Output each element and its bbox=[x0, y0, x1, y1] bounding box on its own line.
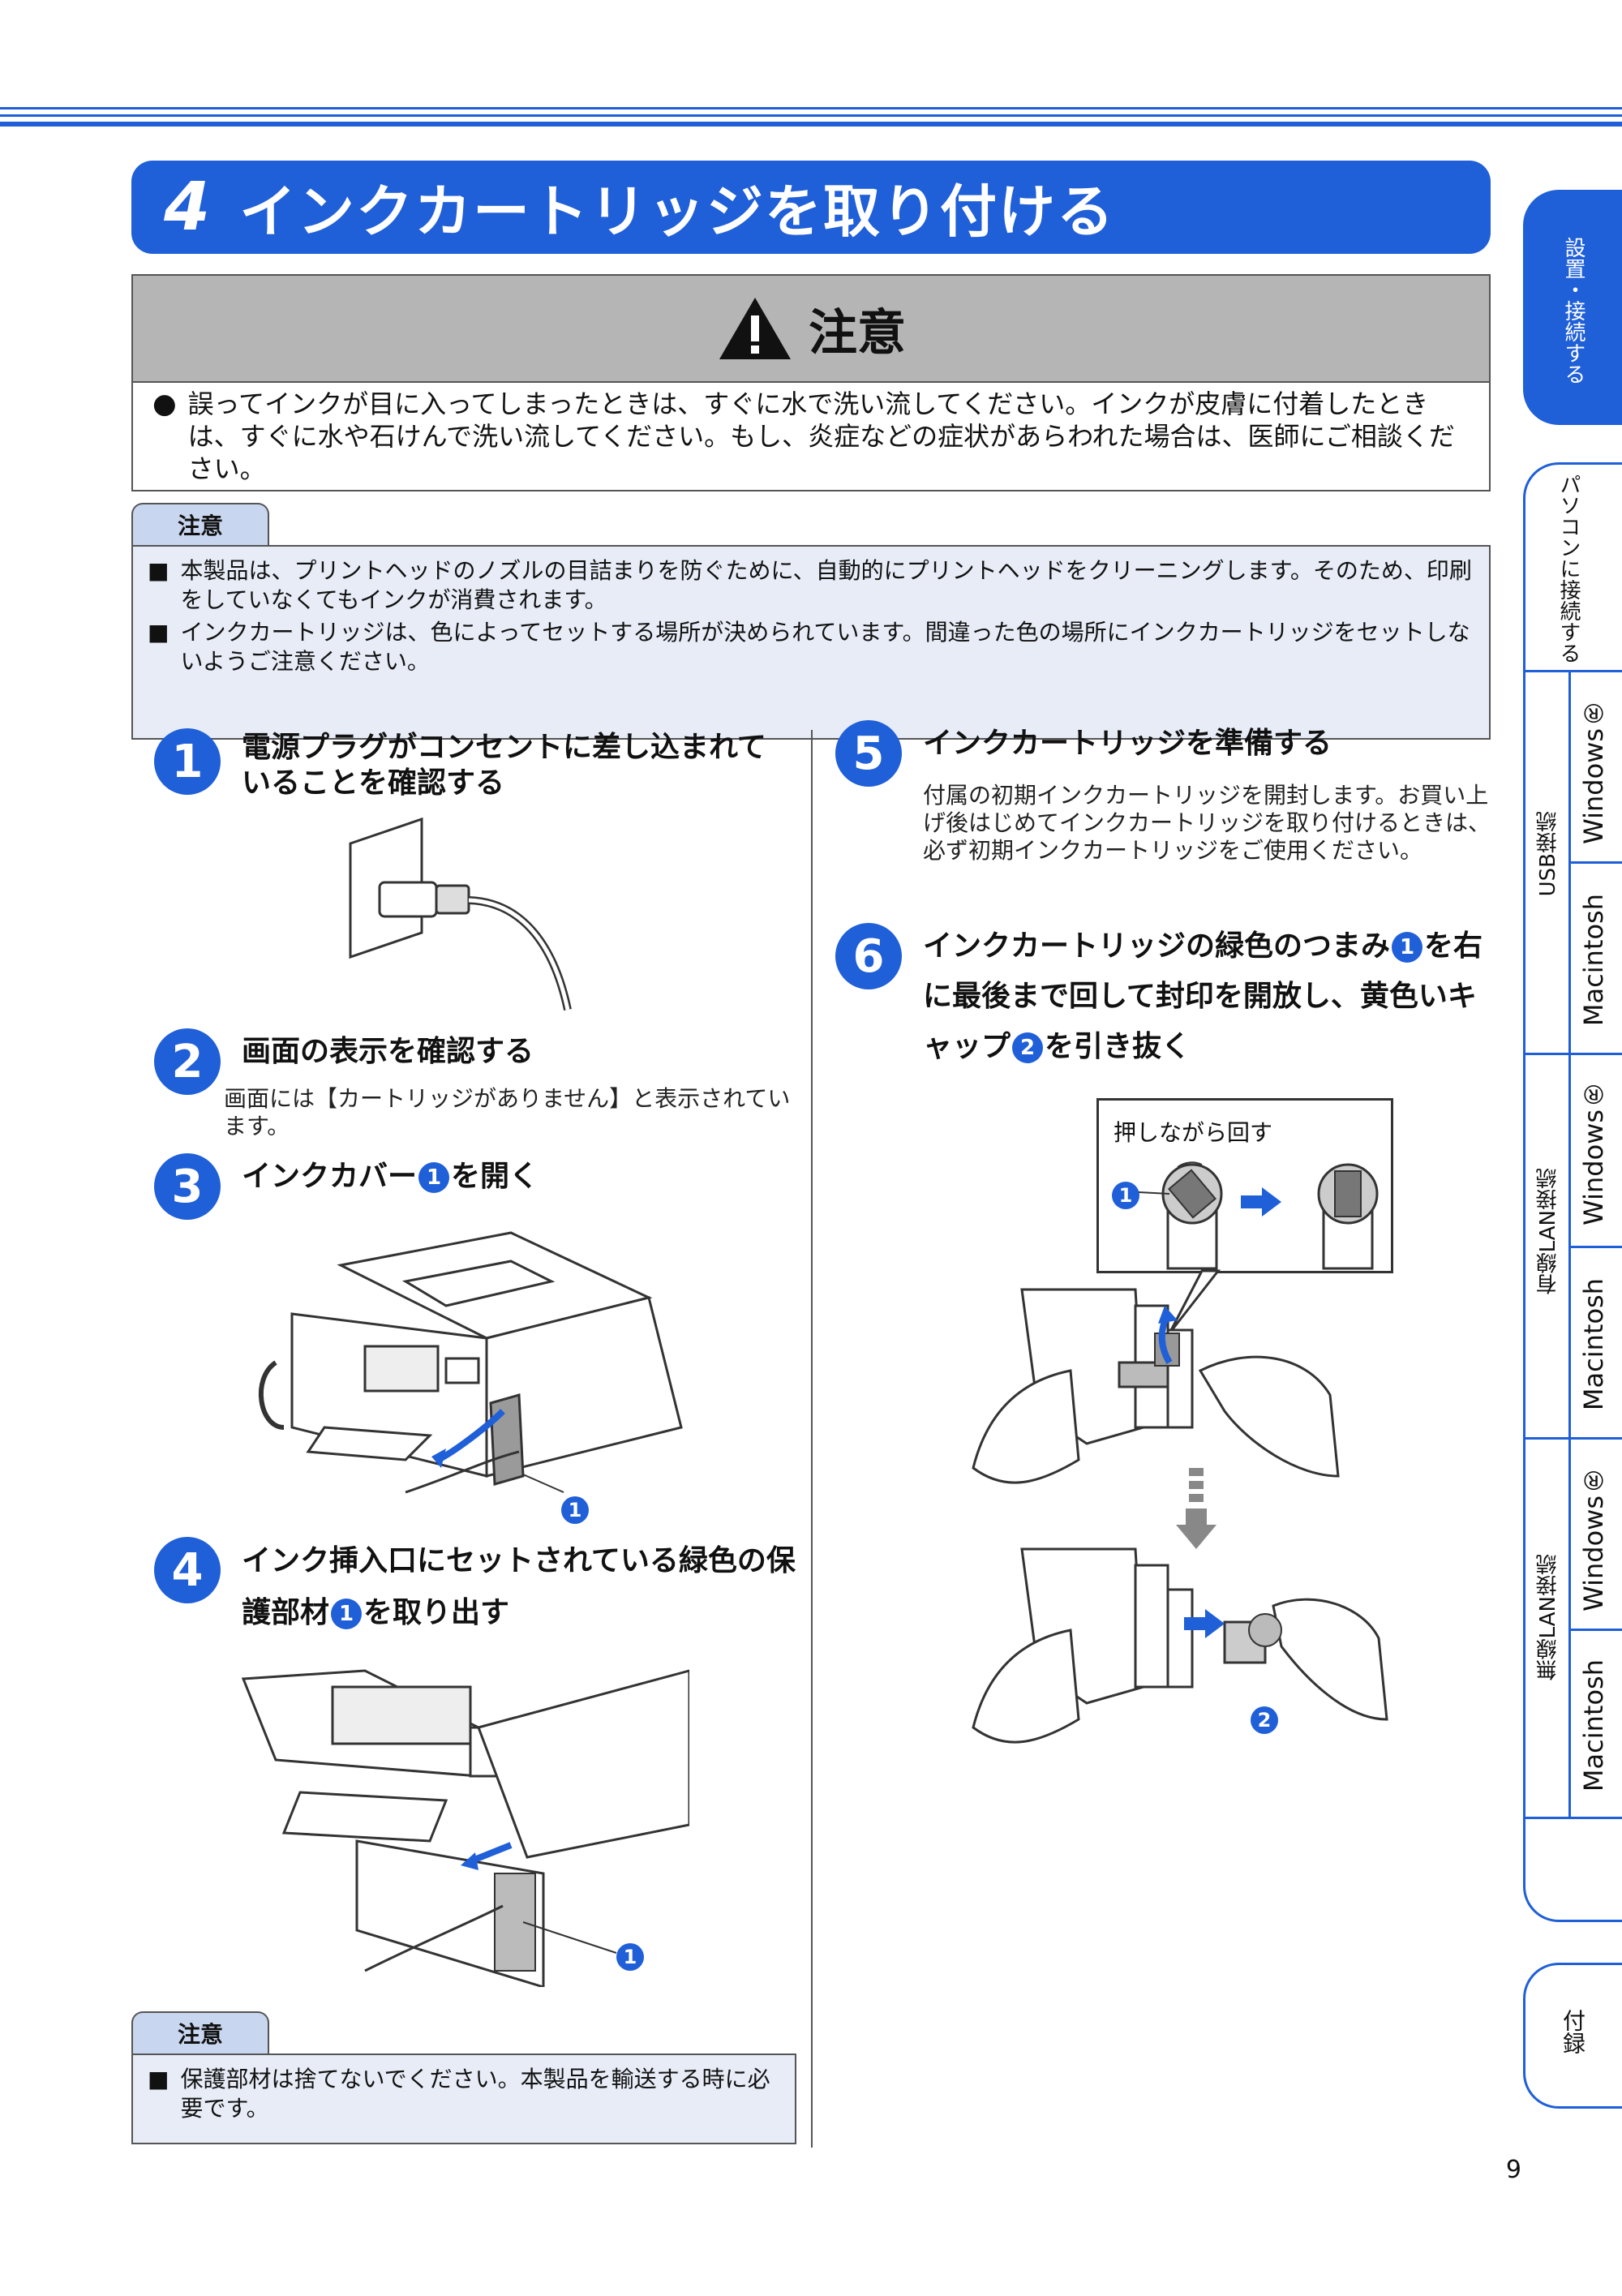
callout-marker: 1 bbox=[1392, 932, 1423, 963]
step-5-description: 付属の初期インクカートリッジを開封します。お買い上げ後はじめてインクカートリッジ… bbox=[923, 782, 1491, 864]
side-tab-usb-label: USB接続 bbox=[1536, 811, 1560, 897]
step-number: 1 bbox=[154, 728, 221, 795]
warning-heading: 注意 bbox=[809, 304, 906, 362]
step-number: 2 bbox=[154, 1028, 221, 1095]
step-1: 1 電源プラグがコンセントに差し込まれていることを確認する bbox=[154, 728, 787, 801]
side-tab-usb-macintosh[interactable]: Macintosh bbox=[1578, 894, 1609, 1027]
rotate-knob-illustration bbox=[1138, 1161, 1379, 1334]
power-plug-illustration bbox=[349, 817, 572, 1011]
list-item: ■ インクカートリッジは、色によってセットする場所が決められています。間違った色… bbox=[148, 619, 1470, 675]
step-title: 電源プラグがコンセントに差し込まれていることを確認する bbox=[242, 731, 766, 800]
top-rule-3 bbox=[0, 122, 1622, 127]
side-tab-usb-windows[interactable]: Windows® bbox=[1578, 697, 1609, 844]
side-tab-setup[interactable]: 設置・接続する bbox=[1523, 190, 1622, 425]
step-5: 5 インクカートリッジを準備する bbox=[835, 720, 1492, 787]
column-divider bbox=[811, 730, 813, 2148]
side-tab-appendix-label: 付録 bbox=[1560, 2009, 1586, 2054]
side-tab-wired-macintosh[interactable]: Macintosh bbox=[1578, 1278, 1609, 1411]
list-item: ■ 本製品は、プリントヘッドのノズルの目詰まりを防ぐために、自動的にプリントヘッ… bbox=[148, 557, 1472, 613]
side-divider bbox=[1523, 1053, 1622, 1055]
note-bottom: 注意 ■ 保護部材は捨てないでください。本製品を輸送する時に必要です。 bbox=[131, 2011, 796, 2144]
step-title: インクカートリッジを準備する bbox=[923, 727, 1332, 760]
top-rule-1 bbox=[0, 107, 1622, 109]
side-tab-pc-label[interactable]: パソコンに接続する bbox=[1556, 474, 1581, 663]
section-number: 4 bbox=[164, 169, 211, 246]
step-title: 画面の表示を確認する bbox=[242, 1035, 534, 1068]
side-divider bbox=[1523, 1817, 1622, 1819]
callout-marker: 1 bbox=[418, 1162, 450, 1193]
note-top-box: ■ 本製品は、プリントヘッドのノズルの目詰まりを防ぐために、自動的にプリントヘッ… bbox=[131, 545, 1491, 740]
step-2: 2 画面の表示を確認する bbox=[154, 1028, 803, 1095]
side-divider bbox=[1570, 1246, 1622, 1248]
warning-header: 注意 bbox=[133, 276, 1489, 383]
side-divider bbox=[1570, 1629, 1622, 1631]
page-title: インクカートリッジを取り付ける bbox=[239, 178, 1116, 245]
callout-marker: 1 bbox=[561, 1496, 589, 1524]
note-bottom-box: ■ 保護部材は捨てないでください。本製品を輸送する時に必要です。 bbox=[131, 2054, 796, 2144]
cartridge-cap-removal-illustration bbox=[972, 1288, 1340, 1549]
top-rule-2 bbox=[0, 114, 1622, 117]
square-bullet-icon: ■ bbox=[148, 2066, 169, 2092]
callout-marker: 1 bbox=[1112, 1182, 1139, 1209]
side-tab-wireless-label: 無線LAN接続 bbox=[1536, 1554, 1560, 1681]
bullet-icon: ● bbox=[152, 388, 177, 420]
callout-marker: 1 bbox=[331, 1599, 363, 1629]
step-number: 5 bbox=[835, 720, 902, 787]
note-top-label: 注意 bbox=[131, 503, 269, 545]
side-divider bbox=[1523, 1437, 1622, 1440]
warning-text: 誤ってインクが目に入ってしまったときは、すぐに水で洗い流してください。インクが皮… bbox=[187, 388, 1455, 484]
callout-marker: 2 bbox=[1251, 1706, 1278, 1734]
note-bottom-label: 注意 bbox=[131, 2011, 269, 2054]
side-divider bbox=[1523, 670, 1622, 672]
remove-protective-part-illustration bbox=[241, 1669, 689, 1987]
list-item: ■ 保護部材は捨てないでください。本製品を輸送する時に必要です。 bbox=[148, 2066, 770, 2122]
page-number: 9 bbox=[1505, 2156, 1521, 2184]
square-bullet-icon: ■ bbox=[148, 557, 169, 584]
side-tab-appendix[interactable]: 付録 bbox=[1523, 1963, 1622, 2109]
warning-box: 注意 ● 誤ってインクが目に入ってしまったときは、すぐに水で洗い流してください。… bbox=[131, 274, 1491, 491]
step-2-description: 画面には【カートリッジがありません】と表示されています。 bbox=[224, 1085, 791, 1139]
side-inner-divider bbox=[1568, 670, 1571, 1817]
side-divider bbox=[1570, 861, 1622, 864]
square-bullet-icon: ■ bbox=[148, 619, 169, 646]
printer-open-cover-illustration bbox=[258, 1231, 683, 1494]
side-tab-wired-label: 有線LAN接続 bbox=[1536, 1168, 1560, 1295]
step-number: 6 bbox=[835, 923, 902, 989]
warning-body: ● 誤ってインクが目に入ってしまったときは、すぐに水で洗い流してください。インク… bbox=[152, 388, 1470, 485]
step-number: 3 bbox=[154, 1153, 221, 1220]
callout-marker: 1 bbox=[616, 1943, 644, 1971]
side-tab-wireless-macintosh[interactable]: Macintosh bbox=[1578, 1659, 1609, 1792]
inset-caption: 押しながら回す bbox=[1114, 1119, 1273, 1146]
callout-marker: 2 bbox=[1012, 1032, 1044, 1063]
side-tab-wired-windows[interactable]: Windows® bbox=[1578, 1079, 1609, 1225]
side-tab-group-pc bbox=[1523, 462, 1622, 1922]
side-tab-setup-label: 設置・接続する bbox=[1561, 237, 1586, 384]
side-tab-wireless-windows[interactable]: Windows® bbox=[1578, 1465, 1609, 1611]
section-title-bar: 4 インクカートリッジを取り付ける bbox=[131, 161, 1491, 254]
note-top: 注意 ■ 本製品は、プリントヘッドのノズルの目詰まりを防ぐために、自動的にプリン… bbox=[131, 503, 1491, 740]
cartridge-cap-pulled-illustration bbox=[972, 1547, 1388, 1744]
warning-triangle-icon bbox=[719, 298, 791, 359]
step-number: 4 bbox=[154, 1537, 221, 1603]
